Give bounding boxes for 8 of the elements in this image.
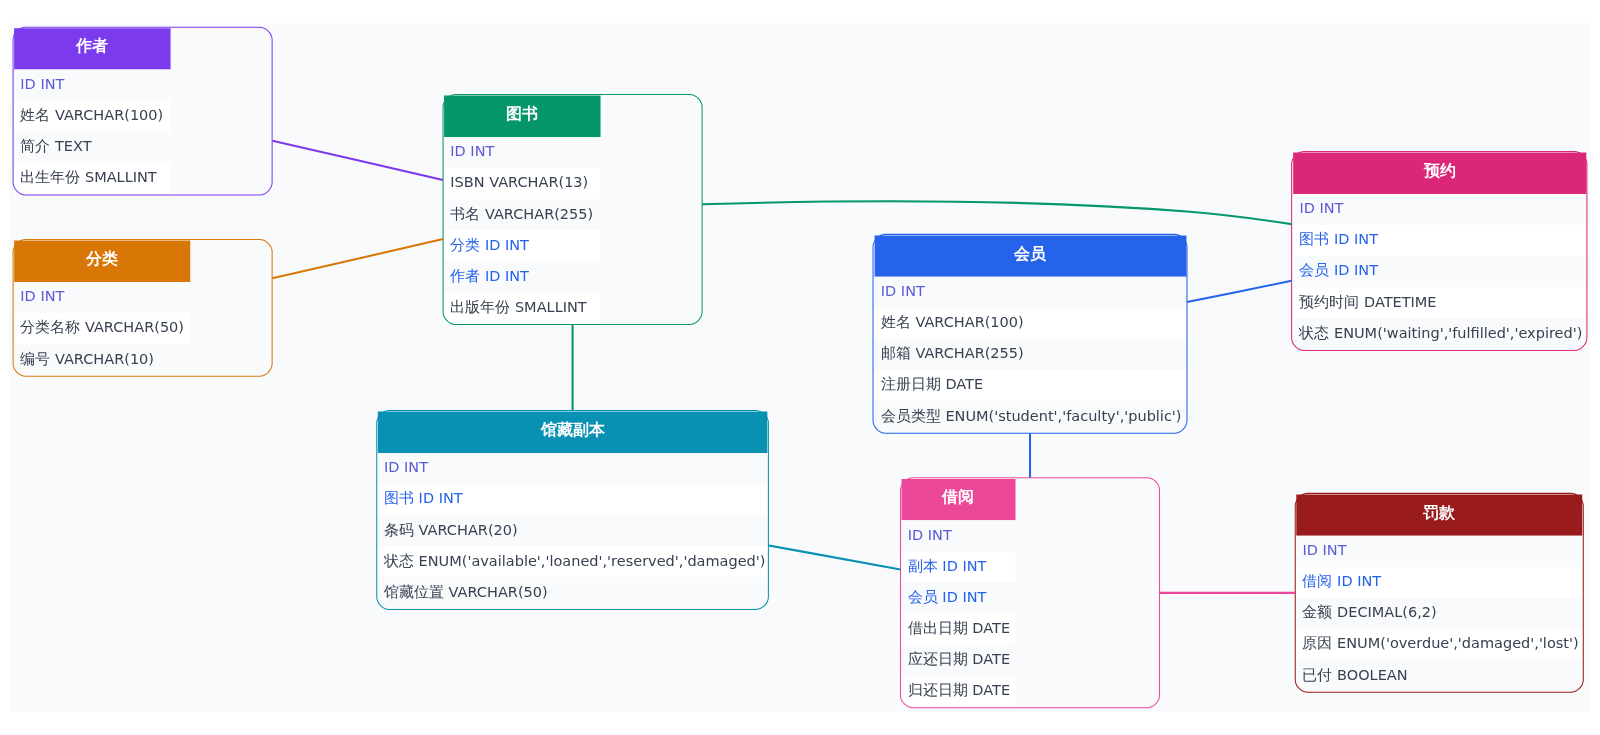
connector bbox=[1028, 433, 1032, 478]
connector bbox=[1186, 279, 1292, 304]
connector bbox=[768, 544, 901, 571]
connector bbox=[571, 324, 574, 411]
connector bbox=[272, 139, 444, 181]
connector bbox=[702, 200, 1292, 226]
connector bbox=[1159, 591, 1296, 594]
connector bbox=[272, 238, 444, 280]
